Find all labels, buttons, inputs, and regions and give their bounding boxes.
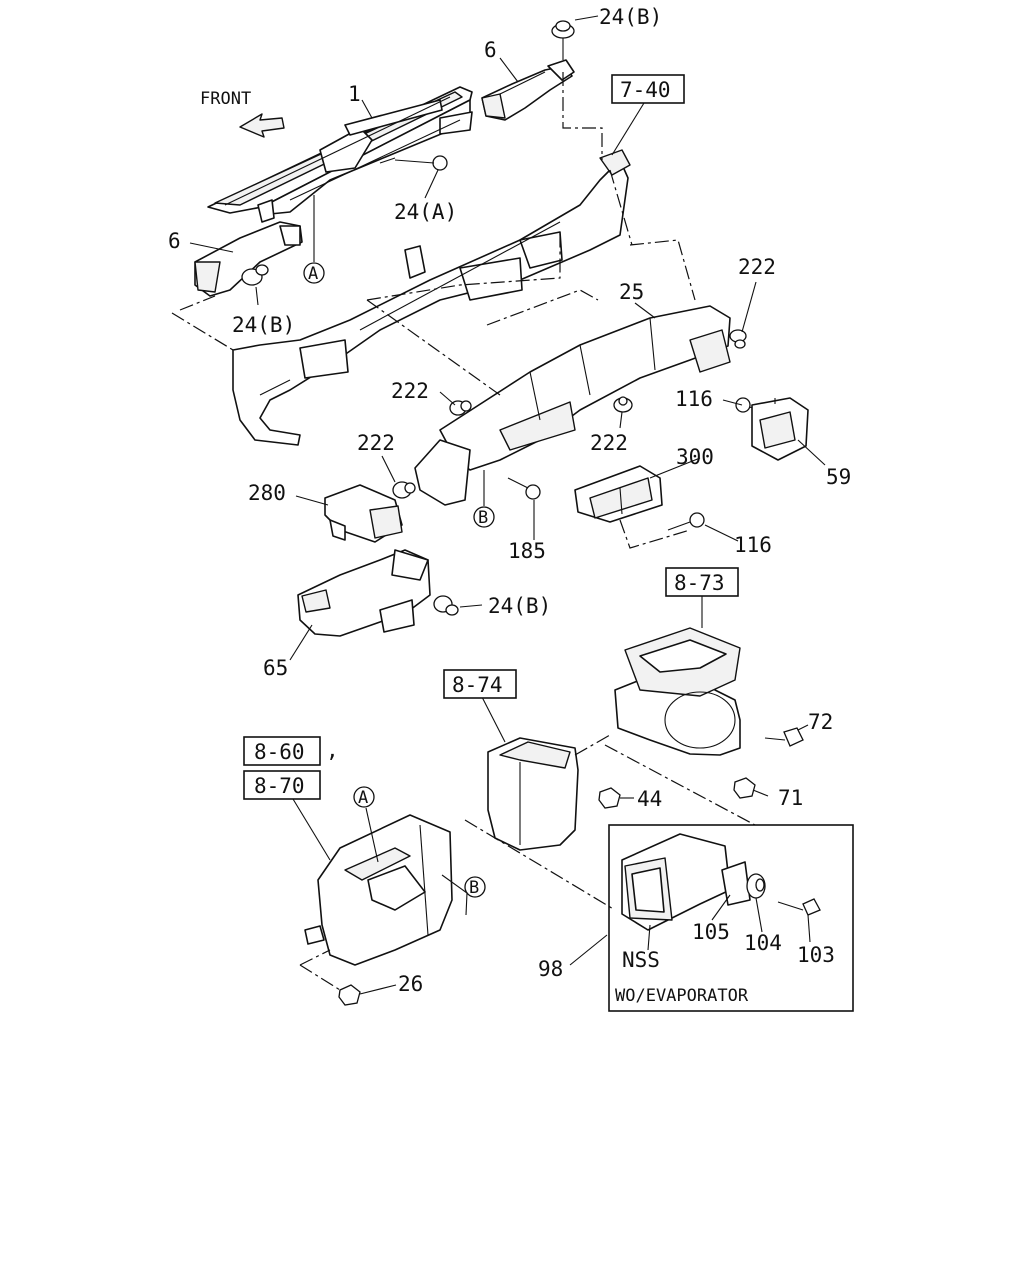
defroster-nozzle — [207, 86, 473, 223]
blower-unit — [614, 627, 741, 756]
ref-box-8-60: 8-60 — [243, 736, 321, 766]
leader-lines — [189, 15, 826, 995]
front-arrow-icon — [239, 113, 285, 138]
label-6-left: 6 — [168, 229, 181, 253]
svg-text:8-73: 8-73 — [674, 571, 725, 595]
clip-24b-top — [551, 20, 575, 60]
inset-caption: WO/EVAPORATOR — [615, 986, 749, 1006]
label-300: 300 — [676, 445, 714, 469]
side-duct-top — [481, 59, 575, 121]
duct-65 — [297, 549, 431, 637]
label-comma: , — [326, 738, 339, 762]
front-label: FRONT — [200, 89, 251, 109]
svg-text:B: B — [469, 878, 479, 898]
clip-222-low — [392, 481, 416, 499]
label-24b-left: 24(B) — [232, 313, 295, 337]
clip-24b-left — [241, 264, 269, 286]
label-24a: 24(A) — [394, 200, 457, 224]
label-71: 71 — [778, 786, 803, 810]
circle-a-low: A — [353, 786, 375, 808]
circle-b-mid: B — [473, 506, 495, 528]
svg-text:7-40: 7-40 — [620, 78, 671, 102]
clip-222-mid-right — [613, 396, 633, 413]
label-1: 1 — [348, 82, 361, 106]
svg-text:8-74: 8-74 — [452, 673, 503, 697]
label-6-top: 6 — [484, 38, 497, 62]
label-nss: NSS — [622, 948, 660, 972]
label-104: 104 — [744, 931, 782, 955]
label-59: 59 — [826, 465, 851, 489]
ref-box-7-40: 7-40 — [611, 74, 685, 104]
screw-185 — [507, 477, 541, 500]
evaporator-housing — [487, 737, 579, 851]
label-222-right: 222 — [738, 255, 776, 279]
svg-text:A: A — [358, 788, 368, 808]
bolt-103 — [777, 898, 821, 916]
bracket-105 — [721, 861, 751, 906]
nut-44 — [598, 787, 621, 809]
label-222-mid-left: 222 — [391, 379, 429, 403]
center-lines — [171, 72, 756, 991]
label-105: 105 — [692, 920, 730, 944]
label-116-lower: 116 — [734, 533, 772, 557]
vent-300 — [574, 465, 663, 523]
label-72: 72 — [808, 710, 833, 734]
circle-b-low: B — [464, 876, 486, 898]
label-25: 25 — [619, 280, 644, 304]
label-185: 185 — [508, 539, 546, 563]
svg-text:8-60: 8-60 — [254, 740, 305, 764]
screw-24a — [379, 155, 448, 171]
cross-car-beam — [232, 149, 631, 446]
side-duct-left — [194, 221, 303, 297]
label-24b-mid: 24(B) — [488, 594, 551, 618]
heater-unit — [304, 814, 453, 966]
label-103: 103 — [797, 943, 835, 967]
duct-280 — [324, 484, 403, 543]
label-280: 280 — [248, 481, 286, 505]
svg-text:A: A — [308, 264, 318, 284]
main-duct-25 — [414, 305, 731, 506]
label-65: 65 — [263, 656, 288, 680]
ref-box-8-73: 8-73 — [665, 567, 739, 597]
svg-text:8-70: 8-70 — [254, 774, 305, 798]
ref-box-8-70: 8-70 — [243, 770, 321, 800]
washer-104 — [746, 873, 766, 899]
clip-24b-mid — [433, 595, 459, 616]
label-98: 98 — [538, 957, 563, 981]
duct-59 — [751, 397, 809, 461]
screw-116-lower — [667, 512, 705, 531]
nut-26 — [338, 984, 361, 1006]
circle-a-top: A — [303, 262, 325, 284]
svg-text:B: B — [478, 508, 488, 528]
label-44: 44 — [637, 787, 662, 811]
nut-71 — [733, 777, 756, 799]
label-222-mid-right: 222 — [590, 431, 628, 455]
label-26: 26 — [398, 972, 423, 996]
clip-222-right — [729, 329, 747, 349]
label-222-low: 222 — [357, 431, 395, 455]
bolt-72 — [764, 727, 804, 747]
duct-98 — [621, 833, 731, 931]
ref-box-8-74: 8-74 — [443, 669, 517, 699]
label-24b-top: 24(B) — [599, 5, 662, 29]
label-116-upper: 116 — [675, 387, 713, 411]
